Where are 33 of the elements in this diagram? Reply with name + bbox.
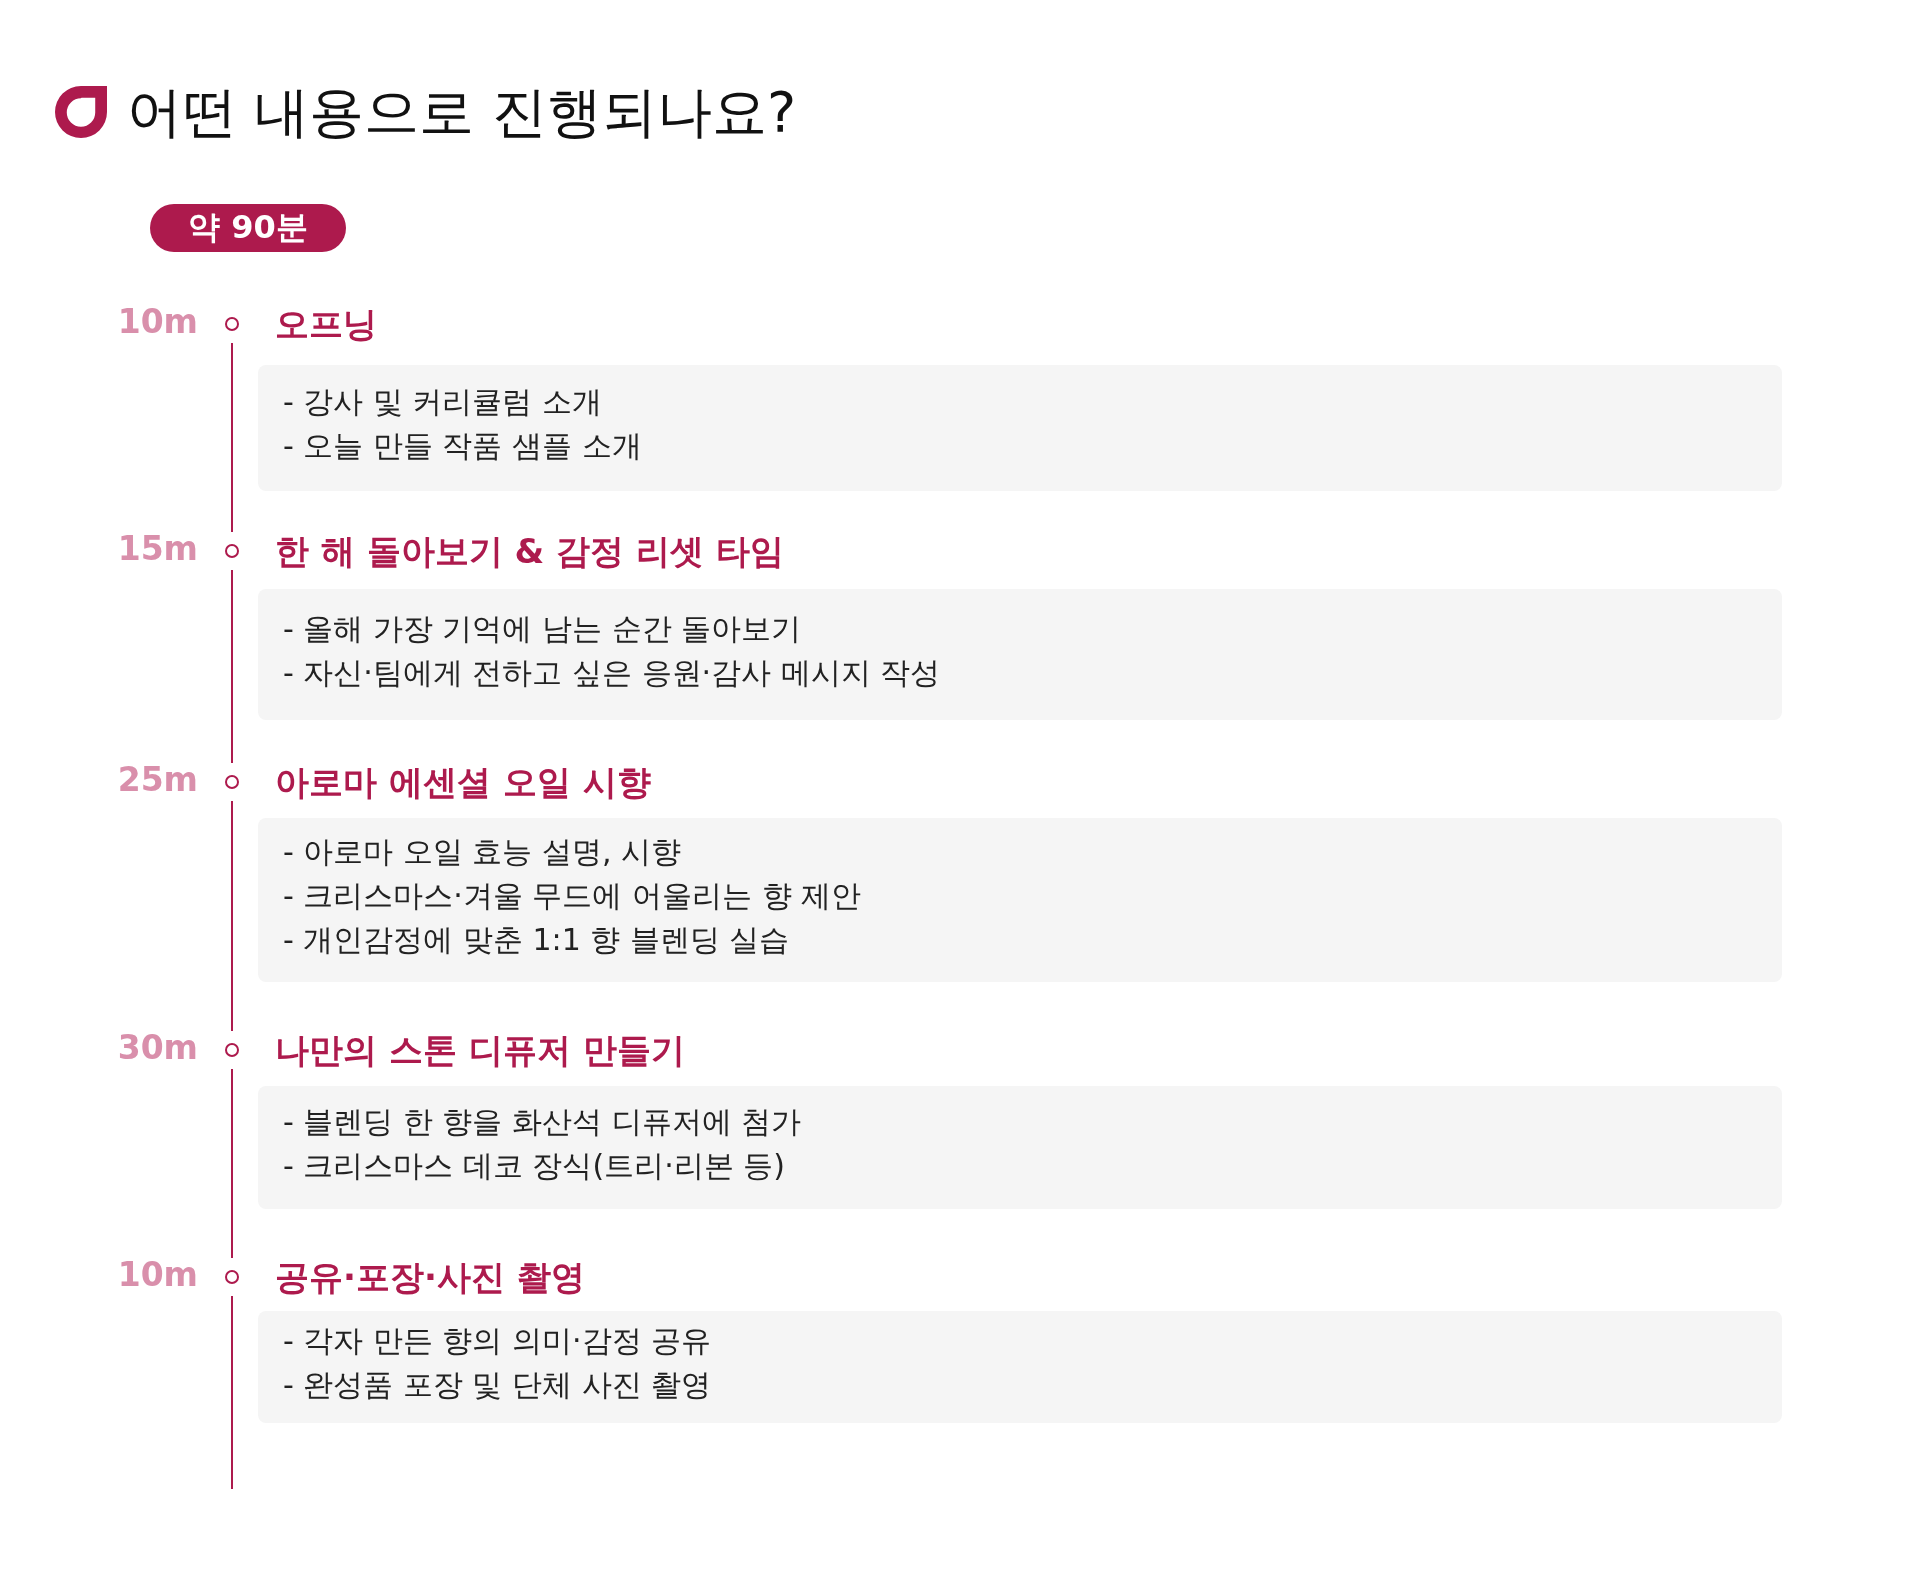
timeline-line — [231, 800, 233, 1032]
duration-label: 15m — [116, 528, 198, 570]
duration-label: 30m — [116, 1027, 198, 1069]
list-item: - 올해 가장 기억에 남는 순간 돌아보기 — [283, 610, 802, 648]
step-heading: 아로마 에센셜 오일 시향 — [275, 761, 651, 804]
list-item: - 블렌딩 한 향을 화산석 디퓨저에 첨가 — [283, 1103, 802, 1141]
list-item: - 개인감정에 맞춘 1:1 향 블렌딩 실습 — [283, 921, 790, 959]
timeline-dot — [225, 1270, 239, 1284]
timeline-line — [231, 1295, 233, 1490]
list-item: - 크리스마스·겨울 무드에 어울리는 향 제안 — [283, 877, 862, 915]
page-title: 어떤 내용으로 진행되나요? — [127, 80, 797, 144]
list-item: - 오늘 만들 작품 샘플 소개 — [283, 427, 642, 465]
timeline-dot — [225, 775, 239, 789]
duration-label: 25m — [116, 759, 198, 801]
timeline-line — [231, 569, 233, 764]
duration-label: 10m — [116, 1254, 198, 1296]
duration-label: 10m — [116, 301, 198, 343]
step-heading: 공유·포장·사진 촬영 — [275, 1256, 585, 1299]
step-heading: 한 해 돌아보기 & 감정 리셋 타임 — [275, 530, 784, 573]
list-item: - 각자 만든 향의 의미·감정 공유 — [283, 1322, 712, 1360]
step-heading: 나만의 스톤 디퓨저 만들기 — [275, 1029, 685, 1072]
list-item: - 강사 및 커리큘럼 소개 — [283, 383, 602, 421]
timeline-line — [231, 1068, 233, 1259]
list-item: - 크리스마스 데코 장식(트리·리본 등) — [283, 1147, 785, 1185]
timeline-dot — [225, 317, 239, 331]
list-item: - 아로마 오일 효능 설명, 시향 — [283, 833, 682, 871]
list-item: - 완성품 포장 및 단체 사진 촬영 — [283, 1366, 712, 1404]
timeline-dot — [225, 1043, 239, 1057]
duration-badge: 약 90분 — [150, 204, 346, 252]
timeline-line — [231, 342, 233, 533]
list-item: - 자신·팀에게 전하고 싶은 응원·감사 메시지 작성 — [283, 654, 941, 692]
step-heading: 오프닝 — [275, 303, 377, 346]
timeline-dot — [225, 544, 239, 558]
